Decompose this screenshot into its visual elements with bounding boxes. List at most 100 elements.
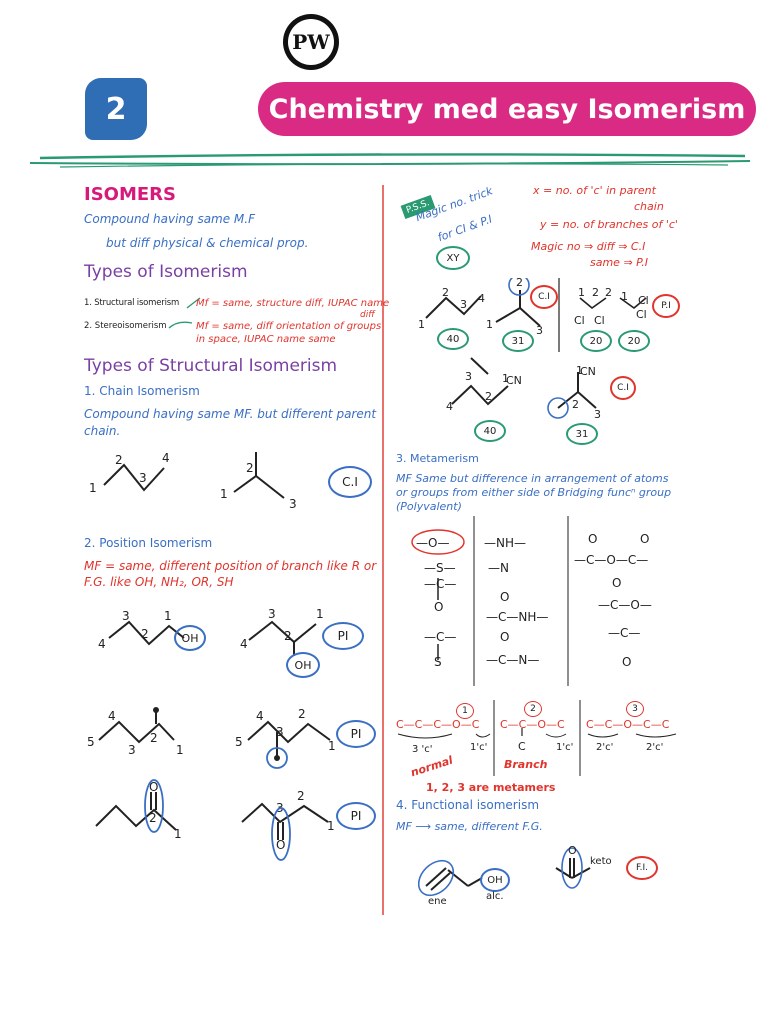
group-ester: —C—O— (598, 598, 652, 612)
group-n: —N (488, 561, 509, 575)
meta-num-1-label: 1 (462, 706, 468, 716)
svg-text:4: 4 (478, 292, 485, 305)
svg-text:4: 4 (162, 451, 170, 465)
page-number: 2 (105, 91, 127, 127)
keto-label: keto (590, 856, 612, 867)
group-anhydride: —C—O—C— (574, 553, 649, 567)
svg-text:3: 3 (139, 471, 147, 485)
svg-text:2: 2 (115, 453, 123, 467)
meta-num-2-label: 2 (530, 704, 536, 714)
metamer-3: C—C—O—C—C (586, 718, 670, 731)
svg-text:1: 1 (176, 743, 184, 757)
ketone-o-1: O (149, 780, 159, 794)
svg-text:2: 2 (592, 286, 599, 299)
isomers-definition-line2: but diff physical & chemical prop. (106, 236, 309, 250)
group-amide-o: O (500, 590, 510, 604)
svg-text:2: 2 (572, 398, 579, 411)
branch-label: Branch (504, 758, 548, 771)
svg-text:3: 3 (122, 609, 130, 623)
group-anhydride-o2: O (640, 532, 650, 546)
svg-text:1: 1 (328, 739, 336, 753)
position-isomers-row1: 4 3 2 1 4 3 2 1 (98, 607, 324, 656)
svg-text:1: 1 (486, 318, 493, 331)
cl-2: Cl (594, 314, 605, 327)
n40-circle-2: 40 (474, 420, 506, 442)
cn-2: CN (580, 365, 596, 378)
svg-text:2: 2 (150, 731, 158, 745)
meta-1c-a: 1'c' (470, 742, 488, 753)
svg-text:5: 5 (87, 735, 95, 749)
svg-text:1: 1 (327, 819, 335, 833)
svg-text:2: 2 (297, 789, 305, 803)
meta-3c: 3 'c' (412, 744, 433, 755)
ci-badge-1-label: C.I (538, 292, 550, 302)
isomers-definition-line1: Compound having same M.F (84, 212, 256, 226)
svg-text:2: 2 (485, 390, 492, 403)
n40-circle-1: 40 (437, 328, 469, 350)
alc-label: alc. (486, 891, 504, 902)
xy-label: XY (446, 252, 460, 264)
meta-branch-c: C (518, 740, 526, 753)
chain-ci-badge: C.I (328, 466, 372, 498)
arrow-stereo (168, 321, 193, 329)
group-anhydride-o1: O (588, 532, 598, 546)
ci-badge-2-label: C.I (617, 383, 629, 393)
ene-label: ene (428, 896, 447, 907)
position-isomerism-heading: 2. Position Isomerism (84, 536, 213, 550)
cl-4: Cl (636, 308, 647, 321)
position-definition-line1: MF = same, different position of branch … (84, 559, 377, 573)
cl-3: Cl (638, 294, 649, 307)
metamerism-heading: 3. Metamerism (396, 452, 479, 465)
functional-isomers-drawing (418, 847, 591, 897)
metamerism-definition-line1: MF Same but difference in arrangement of… (396, 472, 669, 485)
stereo-description-line2: in space, IUPAC name same (196, 334, 336, 345)
oh-label-2: OH (294, 658, 312, 672)
svg-text:3: 3 (465, 370, 472, 383)
group-carbonyl-o: O (434, 600, 444, 614)
functional-oh: OH (487, 874, 503, 886)
svg-text:4: 4 (240, 637, 248, 651)
svg-text:3: 3 (536, 324, 543, 337)
chain-ci-badge-label: C.I (342, 475, 358, 489)
page-number-badge: 2 (85, 78, 147, 140)
xy-circle: XY (436, 246, 470, 270)
group-thio: —S— (424, 561, 456, 575)
title-banner: Chemistry med easy Isomerism (258, 82, 756, 136)
svg-text:1: 1 (174, 827, 182, 841)
n31-circle-2: 31 (566, 423, 598, 445)
metamer-braces (397, 700, 677, 776)
arrow-structural (186, 297, 201, 309)
svg-text:2: 2 (141, 627, 149, 641)
svg-text:2: 2 (284, 629, 292, 643)
metamer-2: C—C—O—C (500, 718, 565, 731)
chain-definition-line1: Compound having same MF. but different p… (84, 407, 377, 421)
pi-badge-2: PI (336, 720, 376, 748)
meta-num-3: 3 (626, 701, 644, 717)
metamerism-definition-line2: or groups from either side of Bridging f… (396, 486, 672, 499)
svg-text:1: 1 (418, 318, 425, 331)
svg-text:4: 4 (98, 637, 106, 651)
fi-badge: F.I. (626, 856, 658, 880)
functional-isomerism-heading: 4. Functional isomerism (396, 798, 540, 812)
svg-text:4: 4 (446, 400, 453, 413)
position-isomers-row3: 2 1 3 2 1 (95, 779, 335, 861)
svg-text:4: 4 (256, 709, 264, 723)
metamerism-definition-line3: (Polyvalent) (396, 500, 462, 513)
structural-isomerism-label: 1. Structural isomerism (84, 298, 180, 308)
magic-trick-line2: for CI & P.I (436, 212, 494, 245)
oh-label-1: OH (181, 631, 199, 645)
meta-1c-b: 1'c' (556, 742, 574, 753)
svg-text:3: 3 (594, 408, 601, 421)
svg-text:1: 1 (576, 364, 583, 377)
meta-num-3-label: 3 (632, 704, 638, 714)
n31-label-2: 31 (575, 428, 589, 440)
svg-text:1: 1 (578, 286, 585, 299)
meta-2c-a: 2'c' (596, 742, 614, 753)
structural-description-line1: Mf = same, structure diff, IUPAC name (196, 298, 390, 309)
ketone-o-2: O (276, 838, 286, 852)
n20-label-1: 20 (589, 335, 603, 347)
svg-text:3: 3 (128, 743, 136, 757)
group-ether: —O— (416, 536, 450, 550)
x-definition-line2: chain (634, 200, 664, 213)
svg-text:2: 2 (516, 278, 523, 289)
